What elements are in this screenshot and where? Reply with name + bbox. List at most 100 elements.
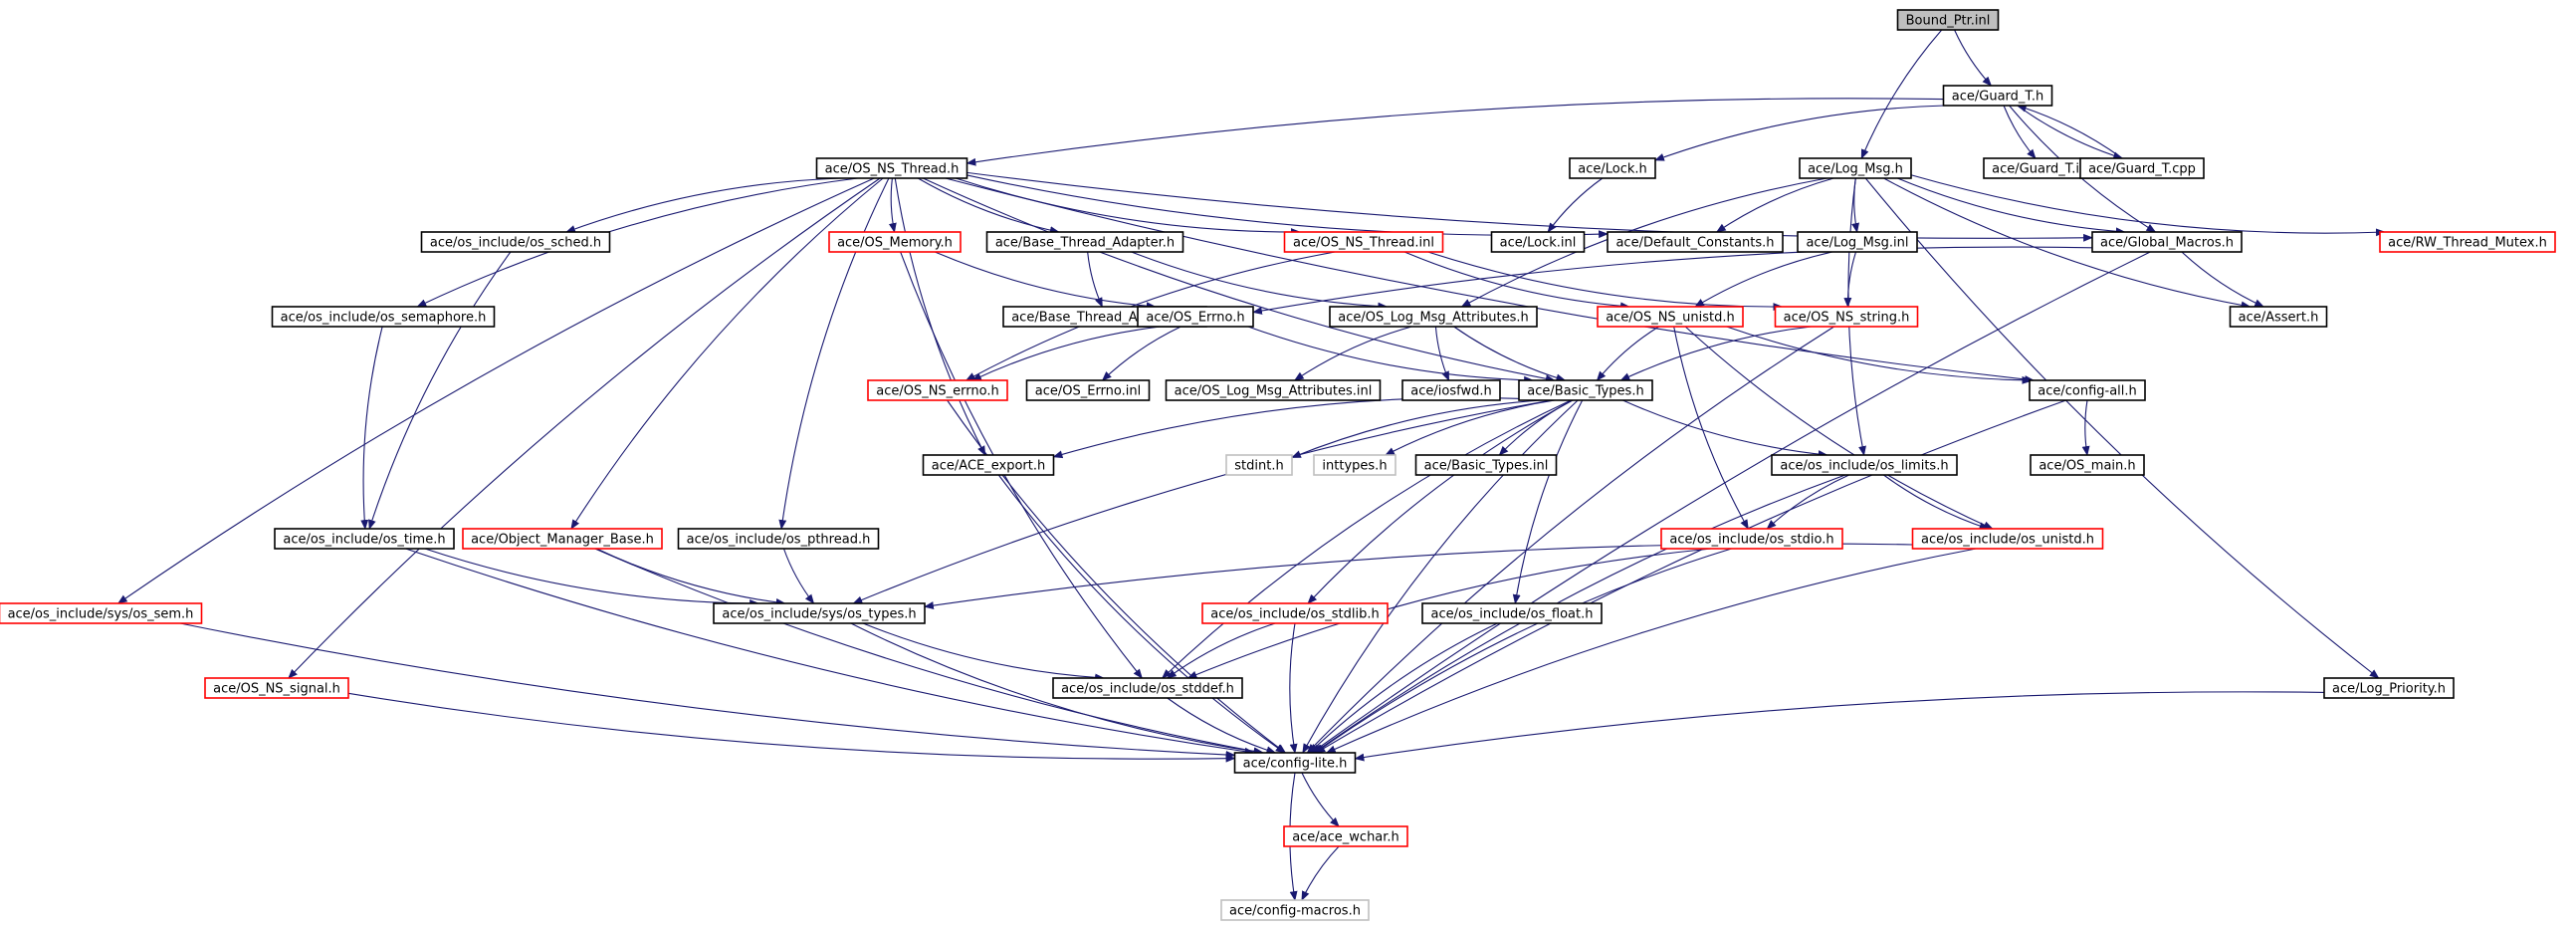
include-edge [966, 171, 2093, 242]
node-os-sched-h[interactable]: ace/os_include/os_sched.h [420, 231, 611, 253]
include-edge [1694, 251, 1833, 308]
include-edge [1310, 251, 2151, 754]
node-stdint-h[interactable]: stdint.h [1225, 454, 1293, 476]
node-box [204, 677, 349, 699]
node-box [1137, 306, 1254, 328]
node-box [1771, 454, 1958, 476]
node-guard-t-inl[interactable]: ace/Guard_T.inl [1983, 157, 2100, 179]
node-label: ace/OS_main.h [2039, 459, 2135, 474]
node-label: ace/os_include/sys/os_types.h [722, 607, 916, 622]
node-os-main-h[interactable]: ace/OS_main.h [2030, 454, 2145, 476]
node-box [1414, 454, 1558, 476]
node-default-constants-h[interactable]: ace/Default_Constants.h [1607, 231, 1784, 253]
include-edge [565, 177, 841, 233]
include-edge [416, 177, 858, 308]
node-os-ns-signal-h[interactable]: ace/OS_NS_signal.h [204, 677, 349, 699]
node-label: ace/config-macros.h [1229, 904, 1361, 919]
node-global-macros-h[interactable]: ace/Global_Macros.h [2091, 231, 2243, 253]
node-box [1942, 85, 2053, 107]
node-os-time-h[interactable]: ace/os_include/os_time.h [274, 528, 455, 550]
node-label: ace/ace_wchar.h [1292, 830, 1399, 845]
node-os-ns-unistd-h[interactable]: ace/OS_NS_unistd.h [1597, 306, 1744, 328]
node-os-ns-string-h[interactable]: ace/OS_NS_string.h [1774, 306, 1919, 328]
node-label: ace/os_include/os_stddef.h [1061, 682, 1234, 697]
node-ace-export-h[interactable]: ace/ACE_export.h [922, 454, 1055, 476]
node-os-ns-errno-h[interactable]: ace/OS_NS_errno.h [867, 379, 1008, 401]
node-box [1660, 528, 1843, 550]
node-os-pthread-h[interactable]: ace/os_include/os_pthread.h [677, 528, 880, 550]
include-edge [971, 326, 1162, 381]
include-edge [1313, 474, 1846, 754]
include-edge [594, 548, 1264, 756]
node-label: ace/OS_NS_Thread.inl [1293, 236, 1434, 251]
node-os-float-h[interactable]: ace/os_include/os_float.h [1421, 602, 1603, 624]
node-box [1797, 231, 1918, 253]
node-guard-t-h[interactable]: ace/Guard_T.h [1942, 85, 2053, 107]
node-box [815, 157, 968, 179]
node-label: ace/os_include/os_float.h [1430, 607, 1593, 622]
node-base-thread-adapter-h[interactable]: ace/Base_Thread_Adapter.h [985, 231, 1184, 253]
node-os-log-msg-attributes-h[interactable]: ace/OS_Log_Msg_Attributes.h [1329, 306, 1538, 328]
include-edge [917, 177, 1060, 235]
node-guard-t-cpp[interactable]: ace/Guard_T.cpp [2079, 157, 2205, 179]
node-os-ns-thread-h[interactable]: ace/OS_NS_Thread.h [815, 157, 968, 179]
node-label: ace/Assert.h [2239, 311, 2319, 326]
node-ace-wchar-h[interactable]: ace/ace_wchar.h [1283, 825, 1408, 847]
node-os-limits-h[interactable]: ace/os_include/os_limits.h [1771, 454, 1958, 476]
node-box [1283, 825, 1408, 847]
node-os-errno-inl[interactable]: ace/OS_Errno.inl [1025, 379, 1151, 401]
node-iosfwd-h[interactable]: ace/iosfwd.h [1401, 379, 1501, 401]
include-edge [1715, 177, 1834, 233]
include-edge [570, 177, 884, 530]
node-label: ace/os_include/os_sched.h [430, 236, 601, 251]
node-os-sem-h[interactable]: ace/os_include/sys/os_sem.h [0, 602, 203, 624]
node-label: stdint.h [1234, 459, 1283, 474]
node-box [2079, 157, 2205, 179]
node-os-stdio-h[interactable]: ace/os_include/os_stdio.h [1660, 528, 1843, 550]
node-os-unistd-h[interactable]: ace/os_include/os_unistd.h [1911, 528, 2104, 550]
node-label: ace/config-all.h [2038, 384, 2137, 399]
node-box [0, 602, 203, 624]
include-edge [947, 399, 1287, 754]
node-box [420, 231, 611, 253]
node-config-lite-h[interactable]: ace/config-lite.h [1233, 752, 1357, 774]
node-box [1233, 752, 1357, 774]
node-layer: Bound_Ptr.inl ace/Guard_T.h ace/OS_NS_Thre… [0, 9, 2556, 921]
node-os-memory-h[interactable]: ace/OS_Memory.h [828, 231, 962, 253]
node-config-all-h[interactable]: ace/config-all.h [2029, 379, 2146, 401]
node-inttypes-h[interactable]: inttypes.h [1313, 454, 1396, 476]
node-os-log-msg-attributes-inl[interactable]: ace/OS_Log_Msg_Attributes.inl [1165, 379, 1382, 401]
node-os-types-h[interactable]: ace/os_include/sys/os_types.h [713, 602, 926, 624]
node-lock-inl[interactable]: ace/Lock.inl [1490, 231, 1586, 253]
node-os-errno-h[interactable]: ace/OS_Errno.h [1137, 306, 1254, 328]
node-label: ace/os_include/os_stdio.h [1669, 533, 1833, 548]
node-label: ace/os_include/sys/os_sem.h [8, 607, 194, 622]
node-label: ace/os_include/os_semaphore.h [281, 311, 487, 326]
include-edge [2181, 251, 2264, 308]
include-edge [966, 98, 1944, 166]
node-lock-h[interactable]: ace/Lock.h [1569, 157, 1656, 179]
node-log-priority-h[interactable]: ace/Log_Priority.h [2323, 677, 2455, 699]
node-object-manager-base-h[interactable]: ace/Object_Manager_Base.h [462, 528, 663, 550]
node-label: ace/Guard_T.inl [1992, 162, 2091, 177]
node-os-ns-thread-inl[interactable]: ace/OS_NS_Thread.inl [1283, 231, 1444, 253]
node-log-msg-inl[interactable]: ace/Log_Msg.inl [1797, 231, 1918, 253]
node-label: ace/Default_Constants.h [1615, 236, 1774, 251]
include-edge [1325, 548, 1977, 754]
include-edge [965, 251, 1336, 381]
node-label: ace/os_include/os_limits.h [1780, 459, 1948, 474]
node-box [2323, 677, 2455, 699]
include-edge [2081, 399, 2090, 456]
node-root[interactable]: Bound_Ptr.inl [1896, 9, 2000, 31]
node-rw-thread-mutex-h[interactable]: ace/RW_Thread_Mutex.h [2379, 231, 2556, 253]
include-edge [368, 251, 512, 530]
node-os-stdlib-h[interactable]: ace/os_include/os_stdlib.h [1201, 602, 1389, 624]
node-label: ace/Basic_Types.inl [1424, 459, 1549, 474]
node-os-semaphore-h[interactable]: ace/os_include/os_semaphore.h [271, 306, 496, 328]
node-basic-types-h[interactable]: ace/Basic_Types.h [1518, 379, 1653, 401]
node-assert-h[interactable]: ace/Assert.h [2229, 306, 2328, 328]
node-log-msg-h[interactable]: ace/Log_Msg.h [1799, 157, 1912, 179]
node-os-stddef-h[interactable]: ace/os_include/os_stddef.h [1052, 677, 1243, 699]
node-basic-types-inl[interactable]: ace/Basic_Types.inl [1414, 454, 1558, 476]
node-config-macros-h[interactable]: ace/config-macros.h [1220, 899, 1370, 921]
